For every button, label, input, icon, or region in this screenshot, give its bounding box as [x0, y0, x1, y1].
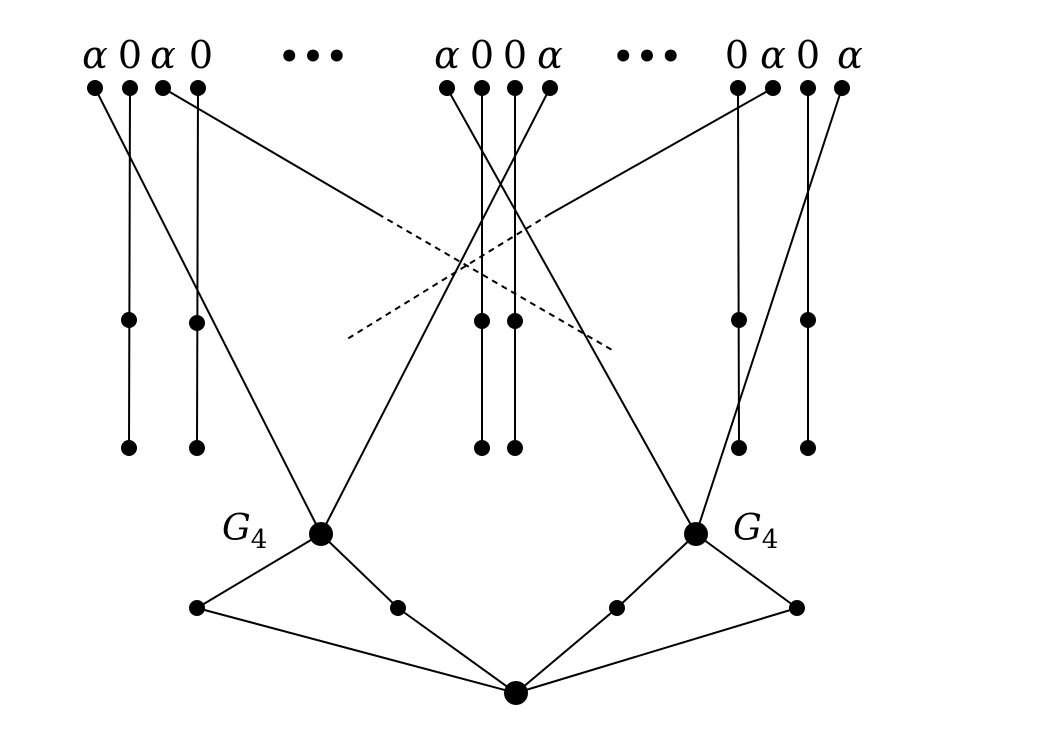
edge-alpha3-to-right-hub	[446, 87, 697, 535]
top-node	[122, 80, 138, 96]
path-end-node	[731, 440, 747, 456]
edge-alpha5-cross-solid	[549, 87, 774, 215]
right-hub-label-name: G	[733, 508, 762, 549]
label-g1-2: 0	[118, 33, 142, 77]
top-node	[87, 80, 103, 96]
label-g3-1: 0	[725, 33, 749, 77]
path-end-node	[189, 440, 205, 456]
top-node	[507, 80, 523, 96]
top-node	[765, 80, 781, 96]
label-g1-1: α	[82, 33, 108, 77]
top-node	[474, 80, 490, 96]
edge-right-hub-outer	[695, 533, 798, 609]
label-g2-4: α	[537, 33, 563, 77]
top-node	[730, 80, 746, 96]
left-hub-label-name: G	[222, 508, 251, 549]
label-g1-3: α	[150, 33, 176, 77]
edge-left-outer-root	[196, 607, 517, 694]
lower-node	[789, 600, 805, 616]
edge-left-hub-inner	[320, 533, 399, 609]
edge-zero1-path	[128, 87, 131, 449]
middle-node	[189, 315, 205, 331]
label-g3-3: 0	[796, 33, 820, 77]
top-node	[542, 80, 558, 96]
label-g2-2: 0	[470, 33, 494, 77]
ellipsis-2: •••	[612, 37, 683, 77]
right-hub-label: G4	[733, 508, 778, 555]
path-end-node	[474, 440, 490, 456]
edge-left-hub-outer	[196, 533, 322, 609]
lower-node	[390, 600, 406, 616]
top-node	[155, 80, 171, 96]
lower-node	[189, 600, 205, 616]
edge-zero2-path	[196, 87, 199, 449]
edge-right-outer-root	[515, 607, 798, 694]
edge-left-inner-root	[397, 607, 517, 694]
left-hub-label-subscript: 4	[251, 525, 268, 555]
middle-node	[731, 312, 747, 328]
top-node	[190, 80, 206, 96]
middle-node	[474, 313, 490, 329]
middle-node	[507, 313, 523, 329]
label-g1-4: 0	[189, 33, 213, 77]
edge-right-hub-inner	[616, 533, 697, 609]
middle-node	[121, 312, 137, 328]
middle-node	[800, 312, 816, 328]
top-node	[834, 80, 850, 96]
right-hub-node	[684, 522, 708, 546]
nodes	[87, 80, 850, 705]
left-hub-label: G4	[222, 508, 267, 555]
path-end-node	[121, 440, 137, 456]
ellipsis-1: •••	[278, 37, 349, 77]
edge-alpha2-cross-dashed	[377, 213, 613, 351]
path-end-node	[800, 440, 816, 456]
path-end-node	[507, 440, 523, 456]
edge-alpha5-cross-dashed	[343, 213, 551, 342]
hub-labels: G4 G4	[222, 508, 778, 555]
top-node	[439, 80, 455, 96]
edge-alpha1-to-left-hub	[94, 87, 322, 535]
left-hub-node	[309, 522, 333, 546]
edge-zero5-path	[737, 87, 740, 449]
edge-alpha2-cross-solid	[162, 87, 379, 215]
top-labels: α 0 α 0 α 0 0 α 0 α 0 α ••• •••	[82, 33, 863, 77]
top-node	[800, 80, 816, 96]
label-g3-4: α	[837, 33, 863, 77]
label-g3-2: α	[760, 33, 786, 77]
lower-node	[609, 600, 625, 616]
right-hub-label-subscript: 4	[762, 525, 779, 555]
label-g2-3: 0	[503, 33, 527, 77]
label-g2-1: α	[434, 33, 460, 77]
edge-alpha6-to-right-hub	[695, 87, 843, 535]
edge-alpha4-to-left-hub	[320, 87, 551, 535]
root-node	[504, 681, 528, 705]
edge-right-inner-root	[515, 607, 618, 694]
edges	[94, 87, 843, 694]
